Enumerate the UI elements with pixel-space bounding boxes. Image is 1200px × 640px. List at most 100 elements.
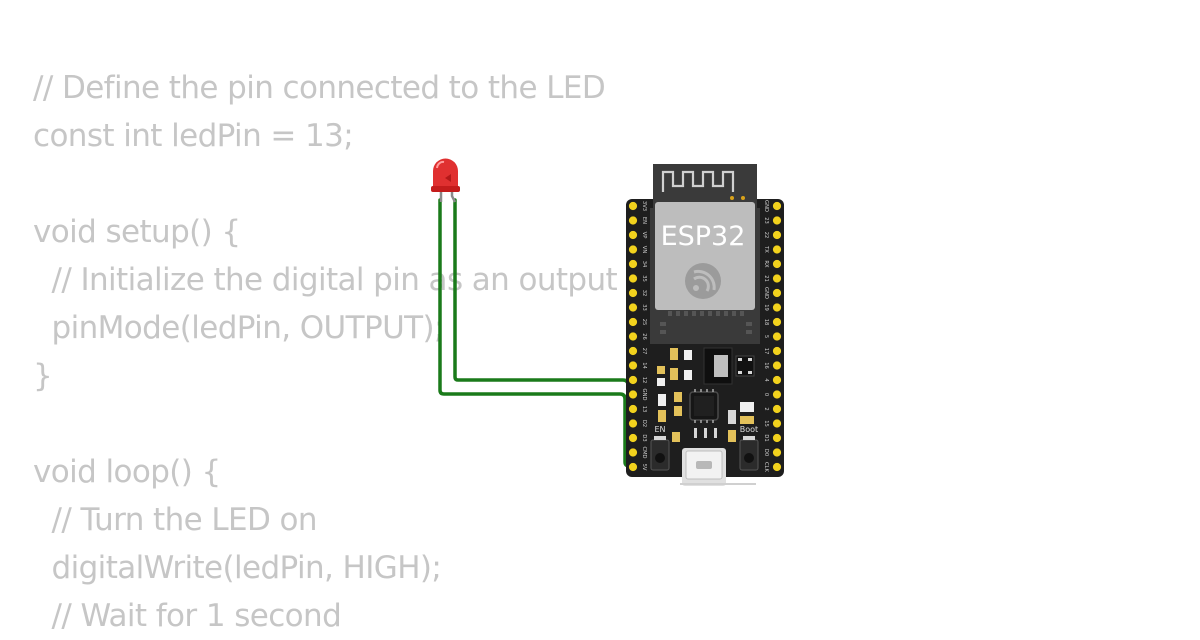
pin-pad-right[interactable] [772, 448, 782, 457]
boot-label: Boot [740, 425, 758, 434]
pin-pad-left[interactable] [628, 390, 638, 399]
code-listing: // Define the pin connected to the LED co… [33, 64, 618, 640]
pin-pad-right[interactable] [772, 346, 782, 356]
pin-pad-right[interactable] [772, 390, 782, 399]
pin-pad-right[interactable] [772, 303, 782, 312]
pin-pad-right[interactable] [772, 259, 782, 269]
pin-label-right: GND [763, 287, 769, 299]
chip-label: ESP32 [661, 221, 746, 252]
pin-pad-right[interactable] [772, 216, 782, 225]
pin-pad-left[interactable] [628, 288, 638, 298]
led-icon[interactable] [431, 158, 460, 203]
pin-pad-right[interactable] [772, 274, 782, 283]
code-line: // Define the pin connected to the LED [33, 70, 606, 106]
pin-pad-right[interactable] [772, 462, 782, 472]
en-label: EN [654, 425, 665, 434]
pin-pad-right[interactable] [772, 245, 782, 254]
code-line: } [33, 358, 53, 394]
code-line: void loop() { [33, 454, 221, 490]
pin-label-right: D1 [763, 434, 769, 441]
pin-label-right: 2 [763, 407, 769, 410]
pin-pad-left[interactable] [628, 433, 638, 443]
pin-pad-left[interactable] [628, 201, 638, 211]
boot-button[interactable] [739, 436, 759, 471]
pin-label-right: 16 [763, 362, 769, 369]
code-line: // Turn the LED on [33, 502, 318, 538]
pin-label-right: 15 [763, 420, 769, 427]
pin-pad-right[interactable] [772, 201, 782, 211]
pin-label-left: GND [641, 389, 647, 401]
pin-label-left: 5V [641, 464, 647, 471]
code-line: void setup() { [33, 214, 241, 250]
pin-label-right: 17 [763, 348, 769, 355]
right-pin-header [772, 201, 782, 472]
pin-pad-left[interactable] [628, 216, 638, 225]
code-line: pinMode(ledPin, OUTPUT); [33, 310, 445, 346]
code-line: const int ledPin = 13; [33, 118, 354, 154]
pin-pad-left[interactable] [628, 462, 638, 472]
pin-label-right: RX [763, 260, 769, 268]
left-pin-labels: 3V3ENVPVN343532332526271412GND13D2D3CMD5… [641, 201, 647, 471]
pin-pad-left[interactable] [628, 448, 638, 457]
pin-label-left: 32 [641, 290, 647, 297]
pin-label-left: 26 [641, 333, 647, 340]
pin-pad-left[interactable] [628, 375, 638, 385]
pin-label-left: CMD [641, 446, 647, 458]
pin-pad-left[interactable] [628, 346, 638, 356]
pin-label-left: 14 [641, 362, 647, 369]
esp32-board[interactable]: ESP32 [626, 164, 784, 486]
pin-label-left: 25 [641, 319, 647, 326]
pin-label-right: D0 [763, 449, 769, 456]
code-line: // Wait for 1 second [33, 598, 342, 634]
pin-label-right: 4 [763, 378, 769, 382]
wire-cathode[interactable] [438, 198, 632, 468]
pin-label-right: 18 [763, 319, 769, 326]
pin-label-left: D2 [641, 420, 647, 427]
code-line: digitalWrite(ledPin, HIGH); [33, 550, 442, 586]
pin-label-right: GND [763, 200, 769, 212]
micro-usb-icon[interactable] [682, 448, 726, 486]
pin-label-right: 5 [763, 335, 769, 338]
pin-pad-left[interactable] [628, 230, 638, 240]
pin-pad-right[interactable] [772, 419, 782, 428]
pin-label-right: 19 [763, 304, 769, 311]
pin-pad-left[interactable] [628, 259, 638, 269]
pin-label-right: 22 [763, 232, 769, 239]
pin-pad-left[interactable] [628, 419, 638, 428]
espressif-logo-icon [685, 263, 721, 299]
pin-pad-right[interactable] [772, 361, 782, 370]
pin-pad-left[interactable] [628, 245, 638, 254]
pin-pad-right[interactable] [772, 433, 782, 443]
pin-pad-right[interactable] [772, 317, 782, 327]
code-line: // Initialize the digital pin as an outp… [33, 262, 618, 298]
pin-pad-right[interactable] [772, 375, 782, 385]
pin-label-left: 35 [641, 275, 647, 282]
pin-pad-right[interactable] [772, 404, 782, 414]
pin-label-right: CLK [763, 462, 769, 473]
pin-pad-left[interactable] [628, 332, 638, 341]
pin-pad-left[interactable] [628, 404, 638, 414]
pin-label-right: 0 [763, 393, 769, 396]
pin-label-left: 34 [641, 261, 647, 268]
pin-pad-left[interactable] [628, 361, 638, 370]
pin-label-left: EN [641, 217, 647, 224]
pin-pad-right[interactable] [772, 288, 782, 298]
pin-pad-left[interactable] [628, 274, 638, 283]
pin-label-left: 33 [641, 304, 647, 311]
pin-pad-left[interactable] [628, 303, 638, 312]
pin-pad-left[interactable] [628, 317, 638, 327]
pin-label-left: 13 [641, 406, 647, 413]
en-button[interactable] [650, 436, 670, 471]
pin-label-right: TX [763, 245, 769, 253]
pin-label-left: 3V3 [641, 201, 647, 211]
pin-pad-right[interactable] [772, 230, 782, 240]
pin-label-left: VN [641, 246, 647, 254]
wire-anode[interactable] [453, 198, 634, 399]
pin-label-left: 12 [641, 377, 647, 384]
left-pin-header [628, 201, 638, 472]
pin-label-left: D3 [641, 434, 647, 441]
pin-pad-right[interactable] [772, 332, 782, 341]
pin-label-left: 27 [641, 348, 647, 355]
